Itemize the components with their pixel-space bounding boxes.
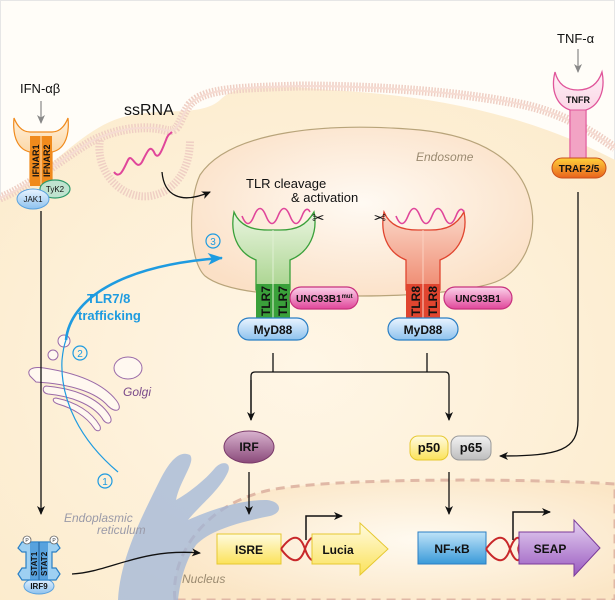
unc93b1-protein: UNC93B1: [443, 286, 513, 310]
step-1-marker: 1: [97, 473, 113, 489]
step-3-marker: 3: [205, 233, 221, 249]
tlr7-label-a: TLR7: [259, 286, 273, 316]
irf9-label: IRF9: [30, 582, 48, 591]
tlr8-label-b: TLR8: [426, 286, 440, 316]
svg-text:NF-κB: NF-κB: [434, 542, 470, 556]
svg-text:Lucia: Lucia: [322, 543, 354, 557]
isre-element: ISRE: [216, 533, 282, 565]
tlr8-bound-rna: [395, 207, 465, 225]
ssrna-strand: [113, 131, 173, 176]
seap-reporter-gene: SEAP: [518, 518, 601, 578]
ssrna-uptake-arrow: [161, 171, 211, 199]
isgf3-complex: IRF9 STAT1 STAT2 P P: [17, 535, 61, 595]
tyk2-kinase: TyK2: [39, 179, 71, 199]
svg-text:1: 1: [102, 477, 108, 488]
trafficking-thin-path: [61, 339, 119, 473]
ifn-ligand-label: IFN-αβ: [20, 81, 60, 96]
svg-text:p50: p50: [418, 440, 440, 455]
er-label-line1: Endoplasmic: [64, 511, 133, 525]
ifnar-receptor: IFNAR1 IFNAR2: [13, 117, 69, 186]
tlr7-label-b: TLR7: [276, 286, 290, 316]
scissors-tlr8-icon: ✂: [373, 210, 386, 227]
svg-text:UNC93B1mut: UNC93B1mut: [296, 294, 353, 305]
tlr7-dimer: TLR7 TLR7: [232, 207, 316, 320]
p65-subunit: p65: [450, 435, 492, 461]
svg-text:ISRE: ISRE: [235, 543, 263, 557]
tnfr-receptor: TNFR: [552, 69, 604, 161]
myd88-tlr8: MyD88: [387, 317, 459, 341]
svg-text:P: P: [52, 538, 56, 544]
svg-text:3: 3: [210, 237, 216, 248]
endosome-label: Endosome: [416, 150, 474, 164]
tnf-to-nfkb-arrow: [499, 192, 579, 460]
svg-text:IRF: IRF: [239, 440, 258, 454]
cleavage-label-line2: & activation: [291, 190, 358, 205]
er-label-line2: reticulum: [97, 523, 146, 537]
svg-text:JAK1: JAK1: [23, 195, 43, 204]
golgi-apparatus: [28, 334, 143, 432]
lucia-reporter-gene: Lucia: [311, 521, 389, 577]
svg-text:TRAF2/5: TRAF2/5: [559, 164, 600, 175]
endosome: [190, 126, 534, 297]
svg-text:MyD88: MyD88: [254, 323, 293, 337]
endoplasmic-reticulum: [118, 453, 280, 600]
tnf-ligand-label: TNF-α: [557, 31, 595, 46]
scissors-tlr7-icon: ✂: [312, 210, 325, 227]
isgf3-to-isre-arrow: [71, 548, 201, 575]
traf-adaptor: TRAF2/5: [551, 157, 607, 179]
tlr8-label-a: TLR8: [409, 286, 423, 316]
svg-text:2: 2: [77, 349, 83, 360]
svg-text:SEAP: SEAP: [534, 542, 567, 556]
myd88-tlr7: MyD88: [237, 317, 309, 341]
lucia-transcription-start-arrow: [305, 512, 343, 540]
cleavage-label-line1: TLR cleavage: [246, 176, 326, 191]
unc93b1-mut-protein: UNC93B1mut: [289, 286, 359, 310]
p50-subunit: p50: [409, 435, 449, 461]
phospho-stat2-icon: [49, 535, 59, 545]
ifnar2-label: IFNAR2: [42, 144, 52, 177]
step-2-marker: 2: [72, 345, 88, 361]
trafficking-label-line1: TLR7/8: [87, 291, 130, 306]
trafficking-arrow: [64, 252, 223, 341]
svg-text:P: P: [25, 538, 29, 544]
seap-transcription-start-arrow: [512, 508, 551, 540]
phospho-stat1-icon: [22, 535, 32, 545]
jak1-kinase: JAK1: [16, 188, 50, 210]
nfkb-element: NF-κB: [417, 531, 487, 565]
svg-text:TyK2: TyK2: [46, 185, 65, 194]
trafficking-label-line2: trafficking: [78, 308, 141, 323]
tlr8-dimer: TLR8 TLR8: [382, 207, 466, 320]
irf-factor: IRF: [223, 430, 275, 464]
nucleus-label: Nucleus: [182, 572, 225, 586]
stat2-label: STAT2: [40, 551, 49, 576]
golgi-label: Golgi: [123, 385, 151, 399]
myd88-bracket-arrows: [247, 353, 453, 421]
svg-text:p65: p65: [460, 440, 482, 455]
stat1-label: STAT1: [30, 551, 39, 576]
ssrna-label: ssRNA: [124, 102, 174, 119]
svg-text:MyD88: MyD88: [404, 323, 443, 337]
ifnar1-label: IFNAR1: [31, 144, 41, 177]
tlr7-bound-rna: [241, 207, 311, 225]
svg-text:UNC93B1: UNC93B1: [455, 294, 501, 305]
tnfr-label: TNFR: [566, 95, 590, 105]
